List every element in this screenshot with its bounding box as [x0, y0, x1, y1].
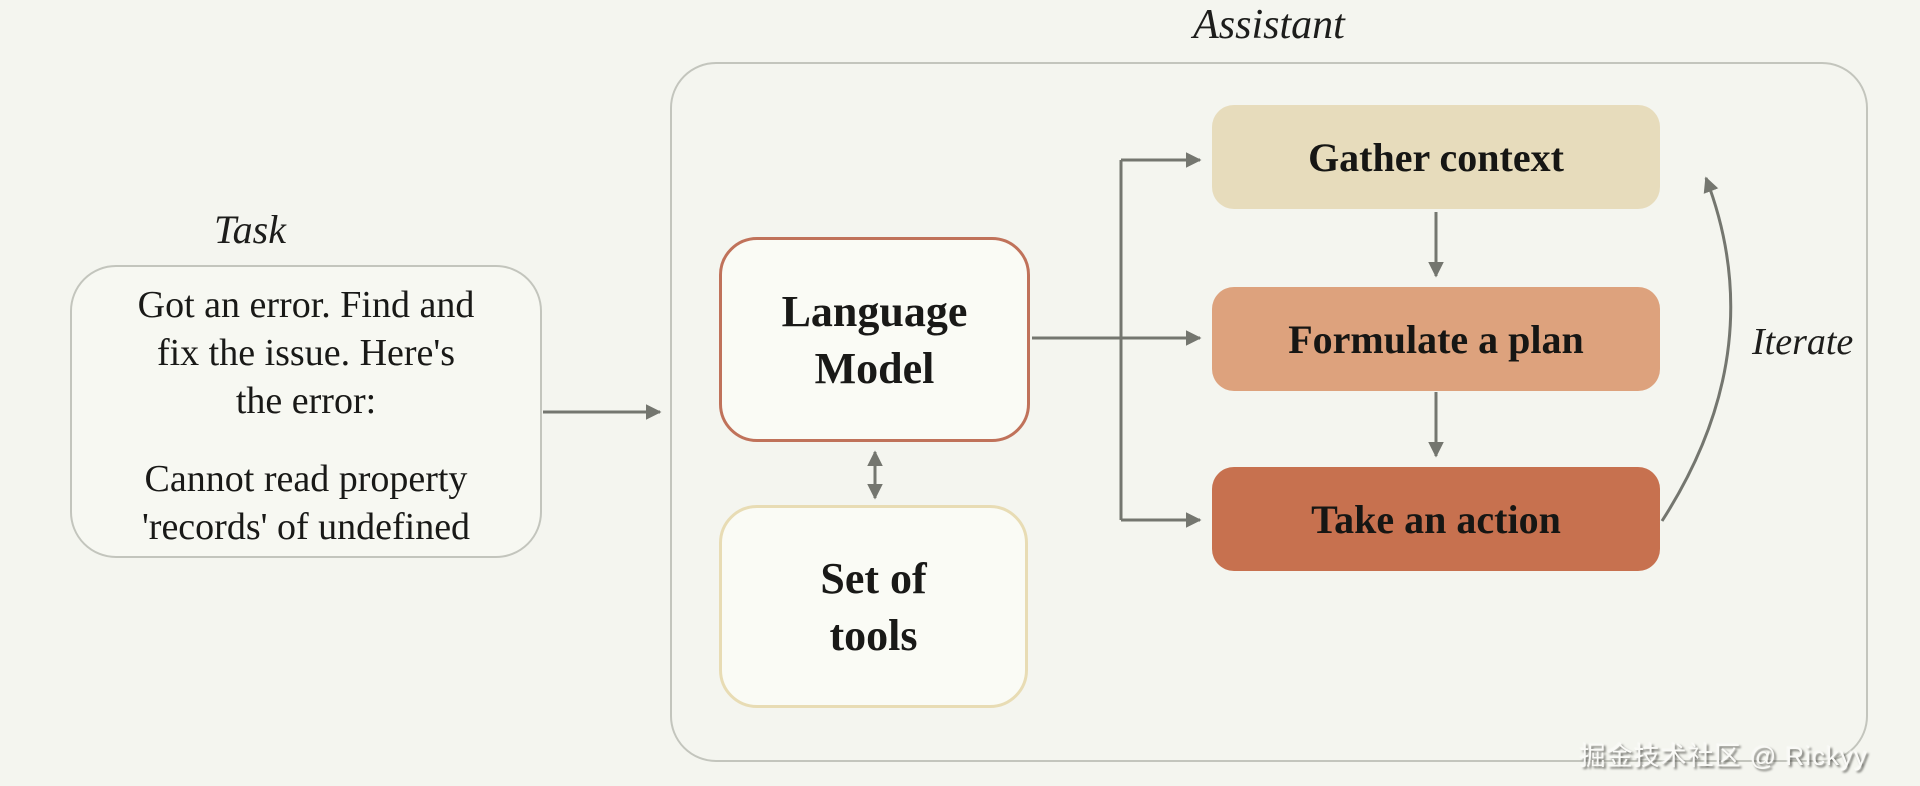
set-of-tools-label-line: Set of	[820, 553, 927, 603]
watermark: 掘金技术社区 @ Rickyy	[1579, 741, 1868, 771]
step-label: Formulate a plan	[1288, 316, 1584, 362]
assistant-title: Assistant	[1193, 2, 1345, 48]
step-gather-context: Gather context	[1212, 105, 1660, 209]
set-of-tools-node: Set of tools	[719, 505, 1028, 708]
task-box: Got an error. Find and fix the issue. He…	[70, 265, 542, 558]
task-text-line: the error:	[235, 380, 377, 422]
language-model-label-line: Language	[781, 286, 968, 336]
step-take-an-action: Take an action	[1212, 467, 1660, 571]
task-text-line: Cannot read property	[144, 458, 468, 500]
task-text-line: Got an error. Find and	[137, 284, 475, 326]
task-text-line: fix the issue. Here's	[156, 332, 456, 374]
iterate-label: Iterate	[1752, 321, 1854, 363]
set-of-tools-label-line: tools	[829, 610, 918, 660]
step-formulate-a-plan: Formulate a plan	[1212, 287, 1660, 391]
language-model-label-line: Model	[814, 343, 935, 393]
task-error-text: Cannot read property 'records' of undefi…	[72, 455, 540, 551]
task-title: Task	[214, 207, 286, 252]
step-label: Gather context	[1308, 134, 1564, 180]
step-label: Take an action	[1311, 496, 1561, 542]
assistant-container	[670, 62, 1868, 762]
language-model-node: Language Model	[719, 237, 1030, 442]
task-request-text: Got an error. Find and fix the issue. He…	[72, 281, 540, 425]
task-text-line: 'records' of undefined	[141, 506, 471, 548]
